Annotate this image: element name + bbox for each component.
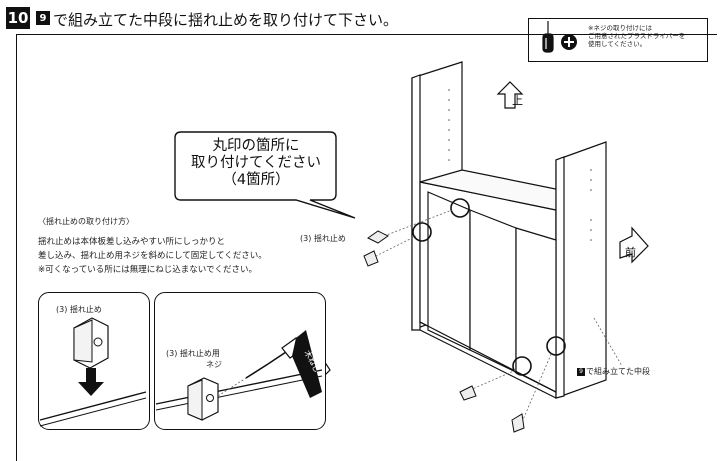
step-number: 10 bbox=[6, 7, 30, 29]
step-title: で組み立てた中段に揺れ止めを取り付けて下さい。 bbox=[53, 11, 399, 29]
stopper-label-panel: (3) 揺れ止め bbox=[56, 305, 102, 314]
direction-front-label: 前 bbox=[625, 246, 636, 259]
instruction-line: 差し込み、揺れ止め用ネジを斜めにして固定してください。 bbox=[38, 251, 267, 261]
up-arrow-icon bbox=[496, 81, 524, 109]
direction-up-label: 上 bbox=[512, 94, 523, 107]
stopper-label-main: (3) 揺れ止め bbox=[300, 234, 346, 243]
callout-line: （4箇所） bbox=[222, 172, 290, 188]
part-badge: 9 bbox=[36, 11, 50, 25]
assembled-part-text: で組み立てた中段 bbox=[586, 367, 650, 376]
instruction-line: ※可くなっている所には無理にねじ込まないでください。 bbox=[38, 265, 257, 275]
tool-note: ※ネジの取り付けには ご用意されたプラスドライバーを 使用してください。 bbox=[588, 24, 704, 48]
instructions-title: 〈揺れ止めの取り付け方〉 bbox=[38, 217, 134, 226]
screwdriver-icon bbox=[542, 21, 554, 53]
callout-line: 取り付けてください bbox=[190, 155, 322, 171]
screw-label-line2: ネジ bbox=[206, 360, 222, 369]
assembled-part-badge: 9 bbox=[577, 367, 585, 376]
callout-bubble bbox=[174, 131, 356, 219]
cabinet-drawing bbox=[411, 61, 607, 399]
stopper-parts bbox=[363, 230, 525, 433]
front-arrow-icon bbox=[619, 226, 649, 264]
panel2-screw-drawing bbox=[155, 330, 323, 421]
plus-circle-icon bbox=[561, 34, 577, 50]
instruction-line: 揺れ止めは本体板差し込みやすい所にしっかりと bbox=[38, 237, 226, 247]
callout-text: 丸印の箇所に 取り付けてください （4箇所） bbox=[182, 138, 330, 189]
tool-note-line: ※ネジの取り付けには bbox=[588, 24, 652, 32]
screw-label-line1: (3) 揺れ止め用 bbox=[166, 349, 220, 358]
instructions-text: 揺れ止めは本体板差し込みやすい所にしっかりと 差し込み、揺れ止め用ネジを斜めにし… bbox=[38, 235, 328, 277]
guide-lines bbox=[371, 209, 623, 423]
down-arrow-icon bbox=[78, 368, 104, 396]
tool-note-box bbox=[528, 18, 708, 62]
mounting-points bbox=[412, 198, 566, 376]
panel1-stopper-drawing bbox=[39, 317, 147, 427]
tool-note-line: ご用意されたプラスドライバーを bbox=[588, 32, 686, 40]
tool-note-line: 使用してください。 bbox=[588, 40, 647, 48]
callout-line: 丸印の箇所に bbox=[212, 138, 300, 154]
content-frame bbox=[16, 34, 717, 461]
